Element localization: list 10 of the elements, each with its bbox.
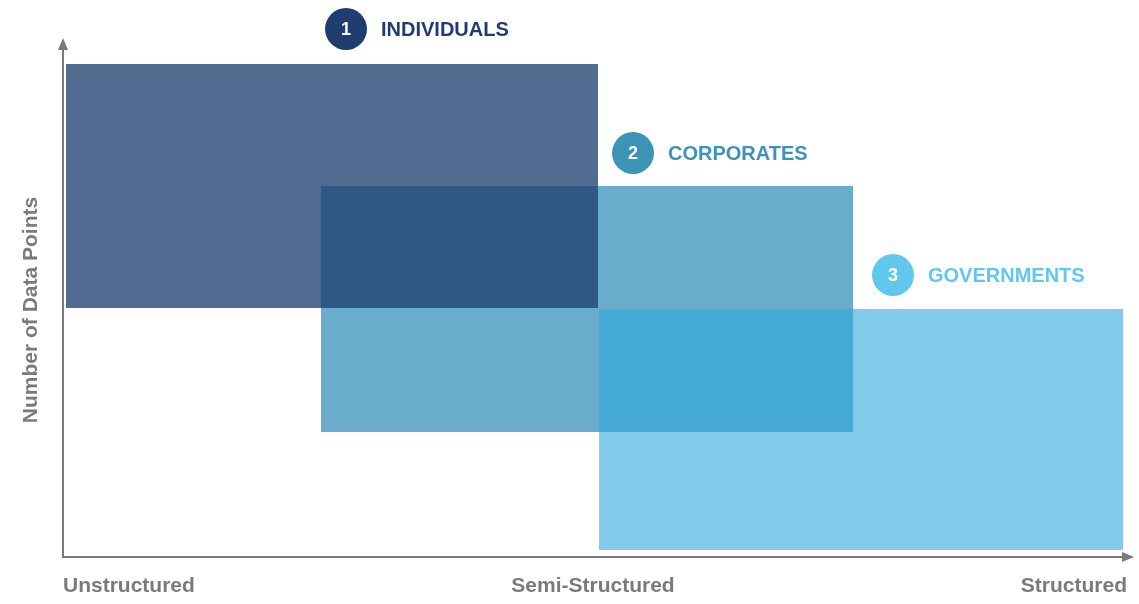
axis-label: Structured (1020, 573, 1127, 597)
category-heading: INDIVIDUALS (381, 17, 509, 42)
category-heading: GOVERNMENTS (928, 263, 1085, 288)
axis-label: Semi-Structured (511, 573, 675, 597)
number-badge: 2 (612, 132, 654, 174)
axis-title: Number of Data Points (18, 196, 42, 424)
category-heading: CORPORATES (668, 141, 808, 166)
axis-label: Unstructured (63, 573, 195, 597)
number-badge: 3 (872, 254, 914, 296)
number-badge: 1 (325, 8, 367, 50)
